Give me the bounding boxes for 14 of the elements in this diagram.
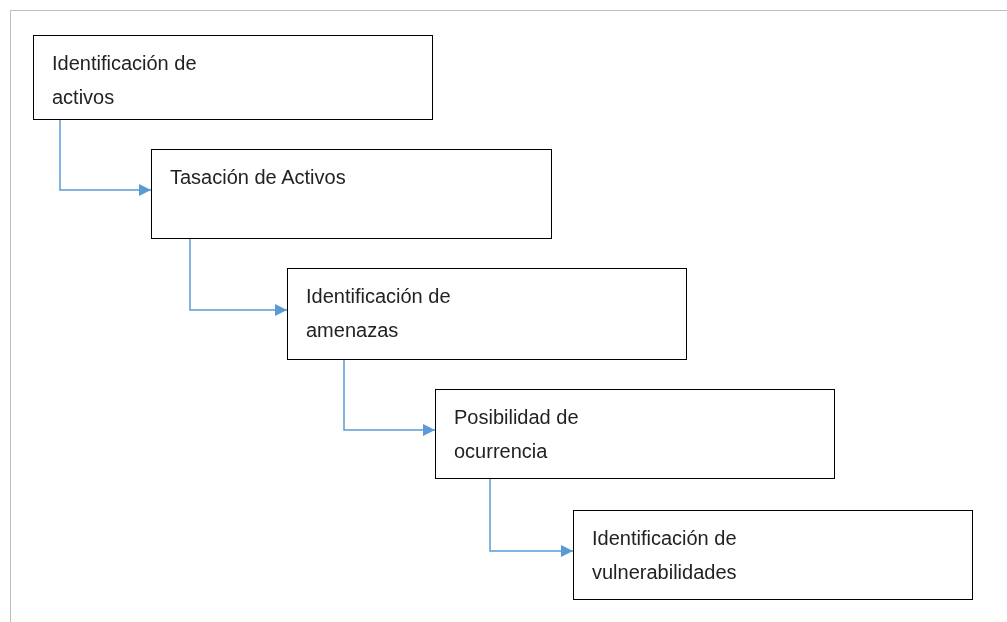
box-label: Identificación de activos <box>52 51 198 110</box>
arrow <box>59 119 152 196</box>
box-label: Posibilidad de ocurrencia <box>454 405 580 464</box>
process-box <box>573 510 973 600</box>
arrow <box>489 478 574 557</box>
arrow <box>343 359 436 436</box>
process-box <box>435 389 835 479</box>
box-label: Tasación de Activos <box>170 165 347 190</box>
process-box <box>151 149 552 239</box>
box-label: Identificación de vulnerabilidades <box>592 526 738 585</box>
arrow <box>189 238 288 316</box>
box-label: Identificación de amenazas <box>306 284 452 343</box>
process-box <box>33 35 433 120</box>
process-box <box>287 268 687 360</box>
